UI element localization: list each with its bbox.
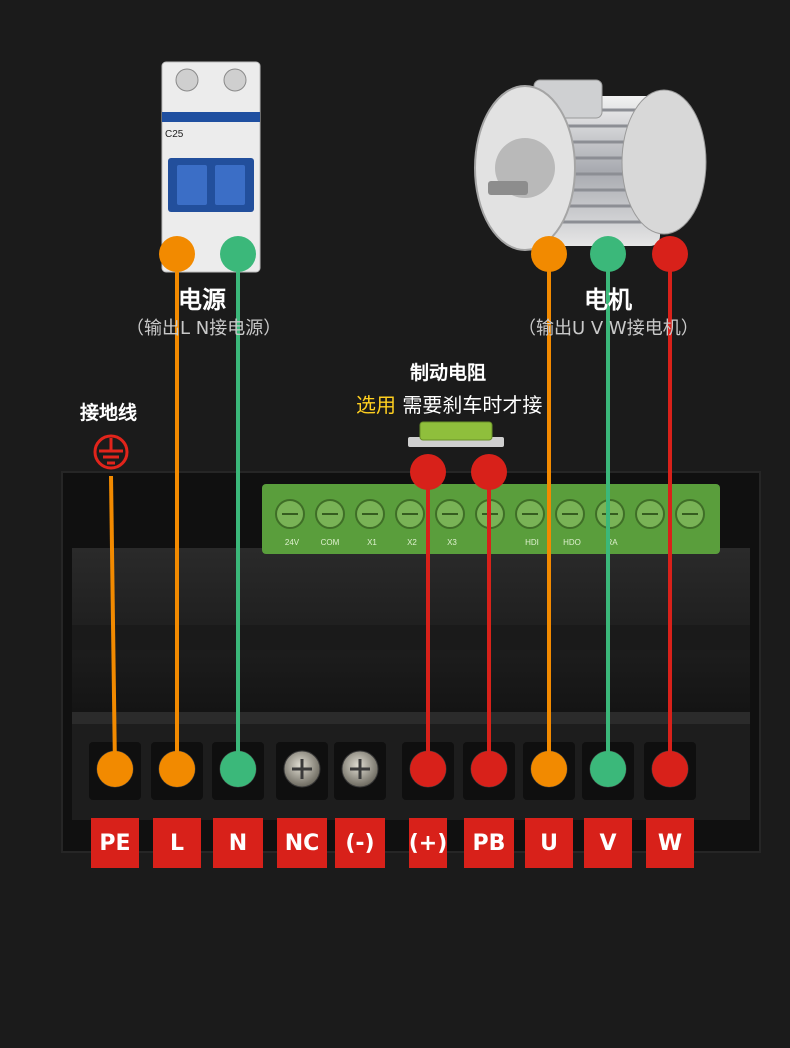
terminal-label: PB [464, 818, 514, 868]
brake-resistor-title: 制动电阻 [410, 362, 487, 384]
control-terminal-label: RA [606, 538, 618, 547]
wire-source-dot [471, 454, 507, 490]
terminal-label: PE [91, 818, 139, 868]
wire-terminal-dot [97, 751, 133, 787]
wire-source-dot [652, 236, 688, 272]
terminal-label: (-) [335, 818, 385, 868]
housing-groove [72, 625, 750, 650]
control-terminal-label: HDO [563, 538, 581, 547]
wire-terminal-dot [220, 751, 256, 787]
brake-resistor-note: 需要刹车时才接 [402, 393, 543, 417]
brake-resistor-option: 选用 [356, 393, 396, 417]
control-terminal-label: 24V [285, 538, 300, 547]
terminal-label: N [213, 818, 263, 868]
motor-subtitle: （输出U V W接电机） [518, 318, 699, 339]
wires [97, 236, 688, 787]
breaker-subtitle: （输出L N接电源） [126, 318, 282, 339]
breaker-stripe [162, 112, 260, 122]
control-terminal-label: X3 [447, 538, 457, 547]
ground-title: 接地线 [80, 402, 138, 424]
terminal-label: U [525, 818, 573, 868]
control-terminal-label: X2 [407, 538, 417, 547]
wire-terminal-dot [652, 751, 688, 787]
breaker-handle-right [215, 165, 245, 205]
motor-fan-cover [621, 89, 707, 235]
control-terminal-label: X1 [367, 538, 377, 547]
ground-icon [93, 434, 129, 470]
terminal-label: NC [277, 818, 327, 868]
housing-lip [72, 712, 750, 724]
wire-terminal-dot [410, 751, 446, 787]
wire-source-dot [531, 236, 567, 272]
wire-source-dot [220, 236, 256, 272]
breaker-title: 电源 [178, 286, 226, 314]
terminal-label: W [646, 818, 694, 868]
breaker-model: C25 [165, 129, 184, 140]
wire-source-dot [590, 236, 626, 272]
motor-title: 电机 [584, 286, 632, 314]
wire-source-dot [159, 236, 195, 272]
control-terminal-label: HDI [525, 538, 539, 547]
motor [474, 79, 707, 251]
wire-terminal-dot [531, 751, 567, 787]
brake-resistor [408, 421, 504, 447]
wire-source-dot [410, 454, 446, 490]
breaker-handle-left [177, 165, 207, 205]
wire-terminal-dot [590, 751, 626, 787]
brake-resistor-caption: 选用 需要刹车时才接 [356, 389, 542, 418]
motor-shaft [488, 181, 528, 195]
breaker-screw-right [223, 68, 247, 92]
circuit-breaker: C25 [161, 61, 261, 273]
control-terminal-label: COM [321, 538, 340, 547]
breaker-screw-left [175, 68, 199, 92]
terminal-label: (+) [409, 818, 447, 868]
wire-terminal-dot [471, 751, 507, 787]
wire-pe [109, 475, 117, 770]
wire-terminal-dot [159, 751, 195, 787]
terminal-label: L [153, 818, 201, 868]
brake-resistor-body [419, 421, 493, 441]
terminal-label: V [584, 818, 632, 868]
